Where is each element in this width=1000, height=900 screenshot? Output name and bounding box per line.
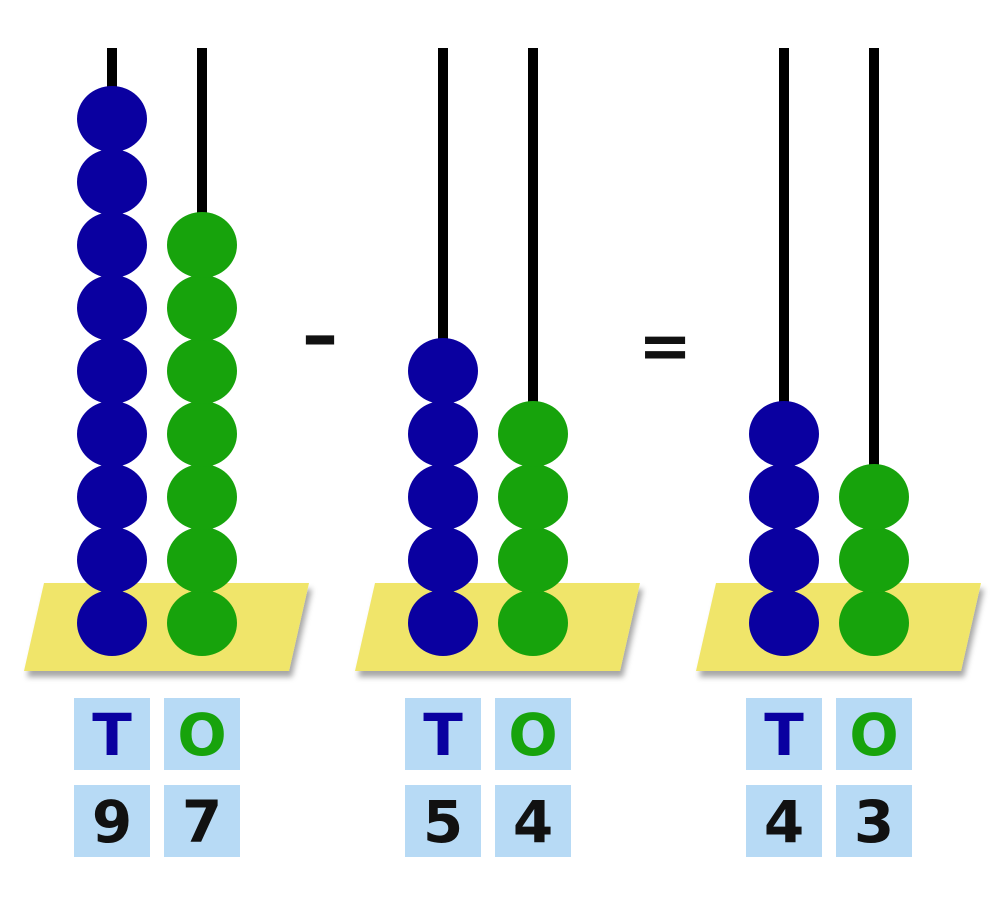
tens-bead: [749, 527, 819, 593]
tens-digit-box: [74, 785, 150, 857]
ones-bead: [498, 590, 568, 656]
tens-rod: [779, 48, 789, 623]
ones-bead: [498, 401, 568, 467]
abacus-base: [696, 583, 981, 671]
ones-bead: [839, 464, 909, 530]
ones-bead: [167, 527, 237, 593]
tens-bead: [77, 212, 147, 278]
tens-bead: [749, 464, 819, 530]
tens-bead: [77, 590, 147, 656]
ones-label-box: [836, 698, 912, 770]
ones-bead: [498, 527, 568, 593]
ones-digit: 4: [513, 788, 553, 856]
ones-rod: [869, 48, 879, 623]
tens-bead: [77, 275, 147, 341]
tens-digit: 4: [764, 788, 804, 856]
ones-bead: [167, 212, 237, 278]
tens-rod: [438, 48, 448, 623]
tens-bead: [749, 590, 819, 656]
tens-digit-box: [746, 785, 822, 857]
tens-label-box: [746, 698, 822, 770]
minus-sign: –: [302, 293, 338, 377]
ones-bead: [167, 464, 237, 530]
ones-digit: 3: [854, 788, 894, 856]
tens-bead: [408, 464, 478, 530]
tens-digit: 5: [423, 788, 463, 856]
tens-bead: [749, 401, 819, 467]
abacus-base: [355, 583, 640, 671]
ones-bead: [839, 590, 909, 656]
ones-digit-box: [836, 785, 912, 857]
tens-label-box: [405, 698, 481, 770]
tens-bead: [408, 527, 478, 593]
ones-label: O: [508, 701, 557, 769]
tens-bead: [408, 401, 478, 467]
tens-bead: [77, 401, 147, 467]
tens-bead: [77, 527, 147, 593]
tens-digit: 9: [92, 788, 132, 856]
ones-label-box: [164, 698, 240, 770]
tens-bead: [408, 338, 478, 404]
tens-bead: [77, 338, 147, 404]
ones-bead: [167, 590, 237, 656]
ones-digit: 7: [182, 788, 222, 856]
ones-bead: [167, 275, 237, 341]
tens-label: T: [764, 701, 804, 769]
ones-rod: [528, 48, 538, 623]
ones-label: O: [849, 701, 898, 769]
equals-sign: =: [638, 310, 692, 384]
tens-label: T: [92, 701, 132, 769]
ones-digit-box: [495, 785, 571, 857]
ones-digit-box: [164, 785, 240, 857]
tens-label-box: [74, 698, 150, 770]
ones-label-box: [495, 698, 571, 770]
ones-bead: [839, 527, 909, 593]
tens-bead: [408, 590, 478, 656]
ones-label: O: [177, 701, 226, 769]
tens-label: T: [423, 701, 463, 769]
ones-bead: [498, 464, 568, 530]
tens-bead: [77, 464, 147, 530]
ones-bead: [167, 401, 237, 467]
tens-bead: [77, 86, 147, 152]
tens-digit-box: [405, 785, 481, 857]
abacus-base: [24, 583, 309, 671]
tens-bead: [77, 149, 147, 215]
ones-bead: [167, 338, 237, 404]
